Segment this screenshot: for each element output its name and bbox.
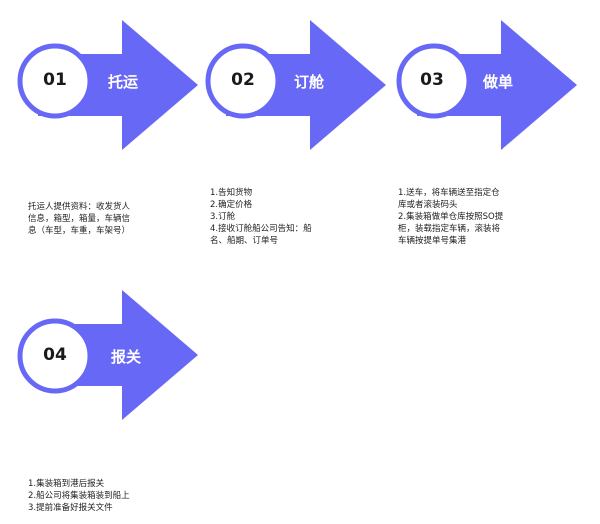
arrow-shape bbox=[396, 20, 577, 150]
arrow-shape bbox=[17, 290, 198, 420]
step-label: 做单 bbox=[483, 73, 514, 91]
step-description: 1.告知货物 2.确定价格 3.订舱 4.接收订舱船公司告知：船 名、船期、订单… bbox=[210, 188, 312, 246]
arrow-shape bbox=[205, 20, 386, 150]
arrow-shape bbox=[17, 20, 198, 150]
step-label: 订舱 bbox=[294, 73, 325, 91]
step-description: 1.送车，将车辆送至指定仓 库或者滚装码头 2.集装箱做单仓库按照SO提 柜，装… bbox=[398, 188, 504, 246]
step-4: 04 报关 bbox=[17, 290, 203, 420]
step-number: 03 bbox=[420, 70, 444, 90]
step-1: 01 托运 bbox=[17, 20, 203, 150]
step-number: 02 bbox=[231, 70, 255, 90]
step-3: 03 做单 bbox=[396, 20, 582, 150]
step-description: 托运人提供资料：收发货人 信息，箱型，箱量，车辆信 息（车型，车重，车架号） bbox=[28, 202, 131, 236]
step-2: 02 订舱 bbox=[205, 20, 391, 150]
step-description: 1.集装箱到港后报关 2.船公司将集装箱装到船上 3.提前准备好报关文件 bbox=[28, 479, 130, 513]
step-number: 01 bbox=[43, 70, 67, 90]
step-label: 托运 bbox=[108, 73, 139, 91]
step-label: 报关 bbox=[111, 348, 142, 366]
step-number: 04 bbox=[43, 345, 67, 365]
